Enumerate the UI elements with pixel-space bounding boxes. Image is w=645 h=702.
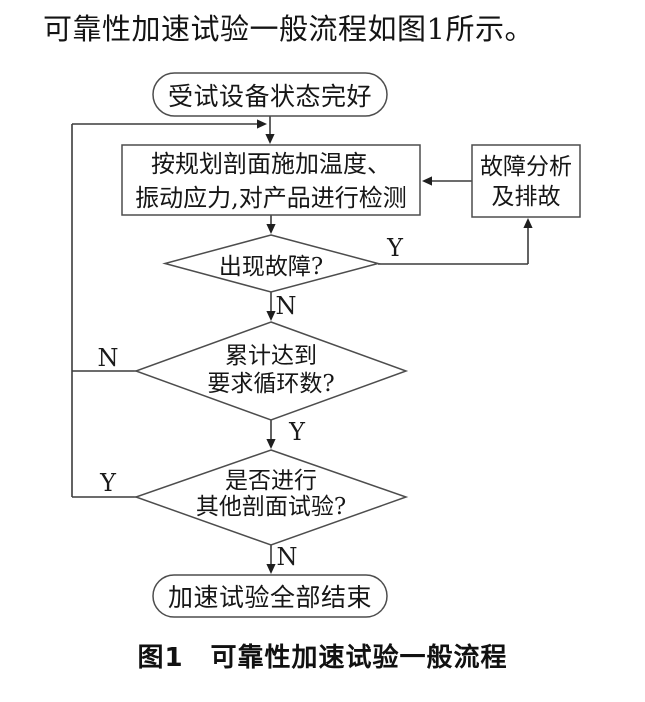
decision1-no-label: N xyxy=(275,292,297,320)
decision3-line1: 是否进行 xyxy=(225,468,317,494)
process-node-line1: 按规划剖面施加温度、 xyxy=(150,150,391,178)
process-node-label: 按规划剖面施加温度、 振动应力,对产品进行检测 xyxy=(135,147,407,215)
decision3-diamond-shape xyxy=(133,449,409,546)
decision2-no-label: N xyxy=(97,344,119,372)
decision1-label: 出现故障? xyxy=(218,254,324,280)
figure-caption: 图1 可靠性加速试验一般流程 xyxy=(137,643,508,673)
decision3-no-label: N xyxy=(276,543,298,571)
start-node-label: 受试设备状态完好 xyxy=(167,82,373,111)
fault-node-line2: 及排故 xyxy=(491,184,561,210)
decision3-label: 是否进行 其他剖面试验? xyxy=(196,468,346,520)
intro-paragraph: 可靠性加速试验一般流程如图1所示。 xyxy=(43,12,534,46)
decision2-diamond-shape xyxy=(133,321,409,421)
start-terminator-shape xyxy=(152,72,388,117)
decision2-yes-connector xyxy=(266,420,276,449)
arrowhead-right-icon xyxy=(257,119,267,129)
decision2-label: 累计达到 要求循环数? xyxy=(207,342,334,398)
end-terminator-shape xyxy=(152,574,388,618)
decision2-line2: 要求循环数? xyxy=(207,371,335,397)
decision3-yes-label: Y xyxy=(100,469,116,497)
decision3-line2: 其他剖面试验? xyxy=(195,494,347,520)
decision1-yes-label: Y xyxy=(387,234,403,262)
decision3-no-connector xyxy=(266,545,276,574)
arrowhead-down-icon xyxy=(266,439,276,449)
decision2-yes-label: Y xyxy=(289,418,305,446)
decision1-diamond-shape xyxy=(162,234,381,293)
fault-node-label: 故障分析 及排故 xyxy=(480,152,572,212)
decision1-yes-connector xyxy=(378,218,533,265)
loopback-connector xyxy=(71,119,267,498)
fault-node-line1: 故障分析 xyxy=(480,154,572,180)
fault-box-shape xyxy=(471,144,581,218)
end-node-label: 加速试验全部结束 xyxy=(167,583,373,612)
arrowhead-down-icon xyxy=(265,134,275,144)
arrowhead-down-icon xyxy=(266,224,276,234)
arrowhead-down-icon xyxy=(266,311,276,321)
arrowhead-left-icon xyxy=(422,176,432,186)
start-to-process-connector xyxy=(265,116,275,144)
fault-to-process-connector xyxy=(422,176,472,186)
decision1-no-connector xyxy=(266,292,276,321)
arrowhead-up-icon xyxy=(523,218,533,228)
process-to-decision1-connector xyxy=(266,215,276,234)
process-box-shape xyxy=(121,144,421,216)
arrowhead-down-icon xyxy=(266,564,276,574)
process-node-line2: 振动应力,对产品进行检测 xyxy=(135,184,407,212)
decision2-line1: 累计达到 xyxy=(225,343,317,369)
